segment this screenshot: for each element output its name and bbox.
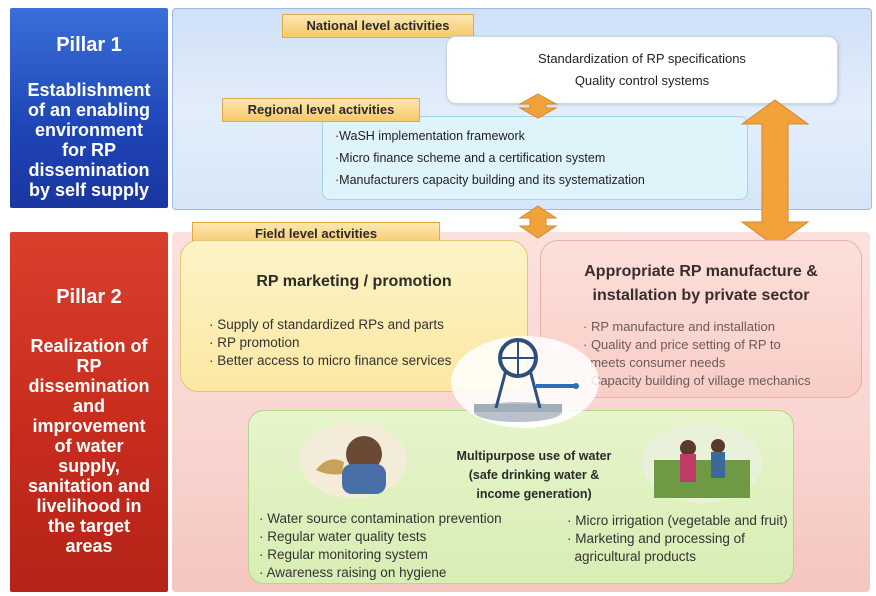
pillar1-desc-line: of an enabling [27, 100, 150, 120]
multipurpose-left-item: · Regular monitoring system [259, 547, 428, 562]
multipurpose-title-line: income generation) [476, 487, 592, 501]
drinking-water-photo [299, 422, 407, 498]
pillar1-description: Establishment of an enabling environment… [10, 80, 168, 200]
regional-item: ·WaSH implementation framework [335, 129, 525, 143]
rope-pump-icon [451, 336, 599, 428]
pillar2-desc-line: improvement [32, 416, 146, 436]
manufacture-title-line: installation by private sector [592, 287, 810, 304]
pillar2-desc-line: RP [76, 356, 102, 376]
multipurpose-left-item: · Awareness raising on hygiene [259, 565, 447, 580]
pillar2-desc-line: dissemination [28, 376, 150, 396]
marketing-title: RP marketing / promotion [256, 273, 452, 290]
regional-item: ·Manufacturers capacity building and its… [335, 173, 645, 187]
pillar1-desc-line: by self supply [28, 180, 150, 200]
irrigation-photo [642, 423, 762, 503]
national-manufacture-arrow [740, 99, 810, 247]
manufacture-title-line: Appropriate RP manufacture & [584, 263, 818, 280]
manufacture-item: · Capacity building of village mechanics [583, 373, 811, 388]
manufacture-item: · RP manufacture and installation [583, 319, 775, 334]
pillar1-desc-line: environment [34, 120, 144, 140]
regional-level-tab: Regional level activities [222, 98, 420, 122]
multipurpose-left-item: · Water source contamination prevention [259, 511, 502, 526]
multipurpose-left-item: · Regular water quality tests [259, 529, 427, 544]
pillar2-desc-line: of water [54, 436, 124, 456]
manufacture-item: · Quality and price setting of RP to [583, 337, 781, 352]
marketing-item: · Better access to micro finance service… [209, 353, 452, 368]
regional-activities-box: ·WaSH implementation framework ·Micro fi… [322, 116, 748, 200]
multipurpose-title-line: Multipurpose use of water [456, 449, 612, 463]
marketing-item: · Supply of standardized RPs and parts [209, 317, 444, 332]
pillar1-desc-line: for RP [62, 140, 116, 160]
pillar2-desc-line: supply, [58, 456, 120, 476]
multipurpose-right-item: · Marketing and processing of [567, 531, 745, 546]
multipurpose-title-line: (safe drinking water & [468, 468, 600, 482]
multipurpose-right-item: · Micro irrigation (vegetable and fruit) [567, 513, 788, 528]
pillar2-desc-line: areas [65, 536, 113, 556]
marketing-box: RP marketing / promotion · Supply of sta… [180, 240, 528, 392]
national-activities-box: Standardization of RP specifications Qua… [446, 36, 838, 104]
national-regional-arrow [518, 93, 558, 119]
multipurpose-title: Multipurpose use of water (safe drinking… [439, 447, 629, 504]
pillar1-panel: Pillar 1 Establishment of an enabling en… [10, 8, 168, 208]
regional-item: ·Micro finance scheme and a certificatio… [335, 151, 606, 165]
manufacture-item: meets consumer needs [583, 355, 726, 370]
marketing-item: · RP promotion [209, 335, 300, 350]
national-item: Standardization of RP specifications [538, 51, 746, 66]
pillar1-desc-line: Establishment [27, 80, 151, 100]
multipurpose-right-item: agricultural products [567, 549, 697, 564]
pillar2-desc-line: sanitation and [27, 476, 150, 496]
pillar2-desc-line: and [72, 396, 105, 416]
regional-field-arrow [518, 205, 558, 239]
pillar2-panel: Pillar 2 Realization of RP dissemination… [10, 232, 168, 592]
pillar2-desc-line: the target [47, 516, 130, 536]
national-item: Quality control systems [574, 73, 710, 88]
national-level-tab: National level activities [282, 14, 474, 38]
pillar1-title: Pillar 1 [56, 34, 122, 56]
pillar2-desc-line: Realization of [30, 336, 148, 356]
pillar2-desc-line: livelihood in [36, 496, 142, 516]
pillar2-description: Realization of RP dissemination and impr… [10, 336, 168, 556]
pillar2-title: Pillar 2 [56, 286, 122, 308]
pillar1-desc-line: dissemination [28, 160, 150, 180]
